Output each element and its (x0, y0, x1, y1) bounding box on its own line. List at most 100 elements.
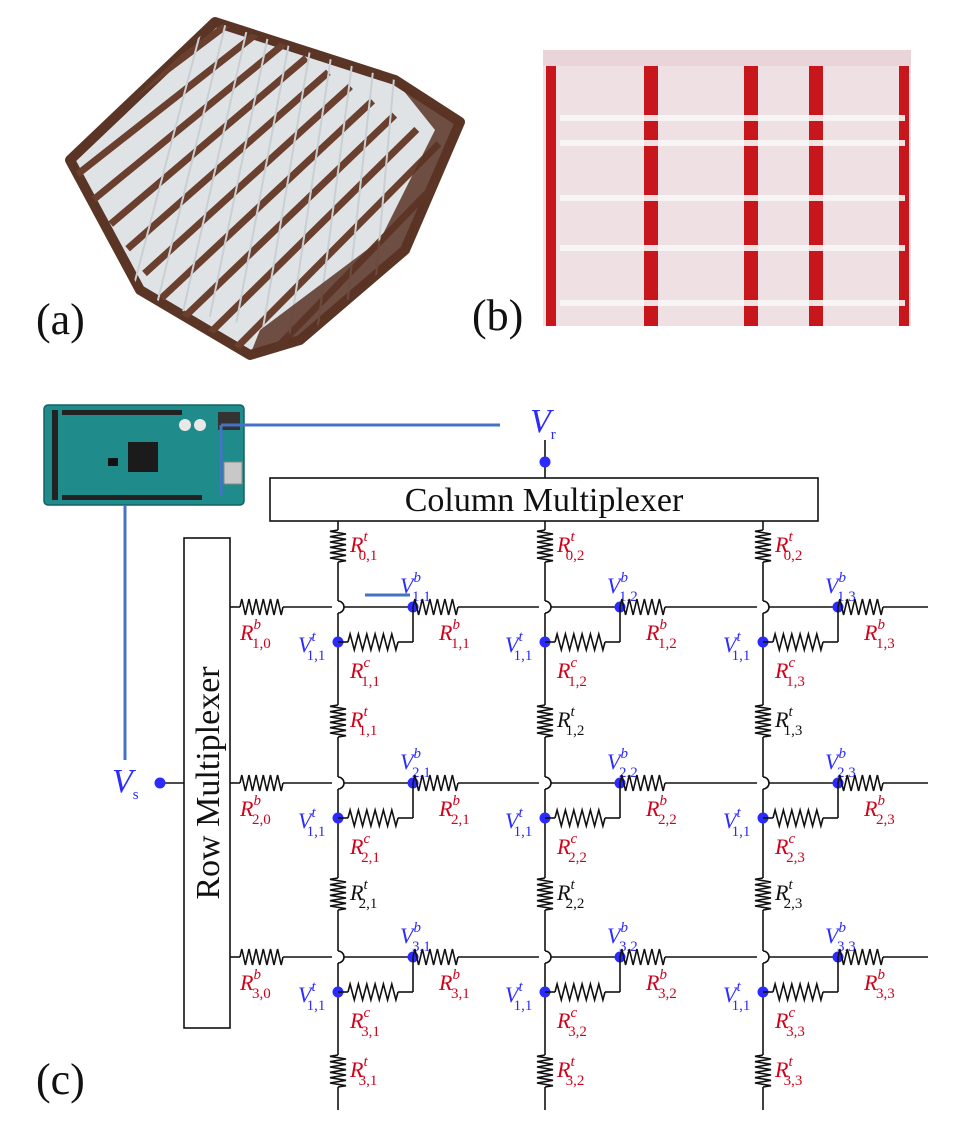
vs-node (154, 777, 166, 789)
mcu-chip (128, 442, 158, 472)
column-multiplexer-label: Column Multiplexer (405, 482, 684, 519)
vr-node (539, 456, 551, 468)
panel-label-c: (c) (36, 1055, 85, 1104)
crossover-hop (544, 950, 552, 964)
crossover-hop (337, 776, 345, 790)
red-stripe (809, 50, 823, 326)
white-seam (560, 140, 905, 146)
row-multiplexer-label: Row Multiplexer (190, 666, 227, 900)
crossover-hop (762, 776, 770, 790)
c-resistor (554, 630, 606, 654)
closeup-background (543, 50, 911, 326)
white-seam (560, 300, 905, 306)
b-resistor (619, 948, 666, 966)
c-resistor (772, 806, 824, 830)
top-resistor (329, 1054, 347, 1088)
c-resistor (347, 806, 399, 830)
header-bottom (62, 495, 202, 500)
crossover-hop (762, 600, 770, 614)
crossover-hop (337, 600, 345, 614)
panel-label-a: (a) (36, 295, 85, 344)
b-resistor (837, 598, 884, 616)
c-resistor (772, 980, 824, 1004)
header-left (52, 410, 58, 500)
white-seam (560, 115, 905, 121)
b-resistor (412, 948, 459, 966)
component (108, 458, 118, 466)
red-stripe (644, 50, 658, 326)
top-resistor (536, 877, 554, 911)
red-stripe (899, 50, 909, 326)
white-seam (560, 245, 905, 251)
b-resistor (837, 948, 884, 966)
c-resistor (554, 806, 606, 830)
top-edge (543, 50, 911, 66)
b-resistor (619, 774, 666, 792)
crossover-hop (337, 950, 345, 964)
b-resistor (837, 774, 884, 792)
top-resistor (754, 704, 772, 738)
top-resistor (329, 877, 347, 911)
usb-port (223, 461, 243, 485)
left-b-resistor (239, 598, 284, 616)
crossover-hop (544, 600, 552, 614)
panel-label-b: (b) (472, 291, 523, 340)
vr-label: Vr (530, 403, 556, 443)
column-multiplexer (269, 477, 819, 522)
row-multiplexer (183, 537, 231, 1029)
knitted-fabric-closeup-photo (543, 50, 911, 326)
c-resistor (347, 980, 399, 1004)
capacitor (194, 419, 206, 431)
knitted-fabric-sensor-photo (65, 17, 465, 360)
top-resistor (329, 704, 347, 738)
c-resistor (554, 980, 606, 1004)
b-resistor (619, 598, 666, 616)
white-seam (560, 195, 905, 201)
header-top (62, 410, 182, 415)
b-resistor (412, 774, 459, 792)
red-stripe (546, 50, 556, 326)
c-resistor (347, 630, 399, 654)
microcontroller-board (43, 404, 245, 506)
